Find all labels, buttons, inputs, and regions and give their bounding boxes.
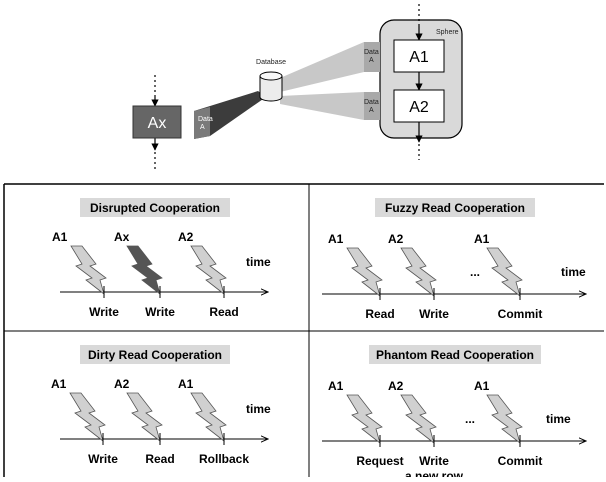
a2-label: A2: [409, 99, 429, 116]
sphere-label: Sphere: [436, 29, 459, 36]
a1-data-label-2: A: [369, 57, 374, 64]
a1-label: A1: [409, 49, 429, 66]
ellipsis: ...: [470, 265, 480, 279]
actor-label: A1: [474, 379, 490, 393]
lightning-bolt-icon: [400, 394, 437, 445]
panel-title: Fuzzy Read Cooperation: [385, 201, 525, 215]
architecture-section: Ax Data A Database Sphere Data A Data A …: [132, 4, 463, 170]
event-label: Write: [419, 307, 449, 321]
lightning-bolt-icon: [346, 247, 383, 298]
panel-title-bg: [375, 198, 535, 217]
lightning-bolt-icon: [190, 392, 227, 443]
lightning-bolt-icon: [69, 392, 106, 443]
event-label: Read: [365, 307, 394, 321]
lightning-bolt-icon: [486, 394, 523, 445]
actor-label: A1: [51, 377, 67, 391]
a2-box: [393, 89, 445, 123]
panel-title: Disrupted Cooperation: [90, 201, 220, 215]
actor-label: A1: [328, 379, 344, 393]
event-label: Read: [209, 305, 238, 319]
event-label: Write: [89, 305, 119, 319]
lightning-bolt-icon: [400, 247, 437, 298]
event-subtext: a new row: [405, 469, 464, 477]
event-label: Commit: [498, 307, 543, 321]
actor-label: A2: [114, 377, 130, 391]
event-label: Request: [356, 454, 403, 468]
panel-title: Phantom Read Cooperation: [376, 348, 534, 362]
a2-data-tab: [364, 92, 380, 120]
light-beam-a1: [280, 42, 364, 92]
ax-box: [132, 105, 182, 139]
actor-label: Ax: [114, 230, 130, 244]
event-label: Write: [88, 452, 118, 466]
panel-title-bg: [80, 198, 230, 217]
panel-title: Dirty Read Cooperation: [88, 348, 222, 362]
ax-data-label-2: A: [200, 124, 205, 131]
a1-data-tab: [364, 42, 380, 72]
panel-title-bg: [80, 345, 230, 364]
actor-label: A1: [474, 232, 490, 246]
time-label: time: [546, 412, 571, 426]
actor-label: A1: [178, 377, 194, 391]
time-label: time: [246, 402, 271, 416]
panels-layer: Disrupted CooperationtimeA1WriteAxWriteA…: [51, 198, 586, 482]
a2-data-label-2: A: [369, 107, 374, 114]
event-label: Write: [145, 305, 175, 319]
lightning-bolt-icon: [346, 394, 383, 445]
event-label: Commit: [498, 454, 543, 468]
a1-data-label-1: Data: [364, 49, 379, 56]
database-icon: [259, 71, 283, 102]
lightning-bolt-icon: [126, 245, 163, 296]
actor-label: A2: [388, 379, 404, 393]
time-label: time: [561, 265, 586, 279]
database-label: Database: [256, 59, 286, 66]
dark-access-beam: [194, 91, 266, 139]
ax-data-tab: [194, 107, 210, 139]
ax-label: Ax: [148, 115, 167, 132]
event-label: Rollback: [199, 452, 249, 466]
actor-label: A2: [388, 232, 404, 246]
panel-title-bg: [369, 345, 541, 364]
a2-data-label-1: Data: [364, 99, 379, 106]
scenario-grid: [3, 183, 604, 477]
ax-data-label-1: Data: [198, 116, 213, 123]
event-label: Read: [145, 452, 174, 466]
ellipsis: ...: [465, 412, 475, 426]
light-beam-a2: [280, 92, 364, 120]
lightning-bolt-icon: [126, 392, 163, 443]
event-label: Write: [419, 454, 449, 468]
time-label: time: [246, 255, 271, 269]
actor-label: A2: [178, 230, 194, 244]
actor-label: A1: [328, 232, 344, 246]
actor-label: A1: [52, 230, 68, 244]
lightning-bolt-icon: [70, 245, 107, 296]
lightning-bolt-icon: [486, 247, 523, 298]
lightning-bolt-icon: [190, 245, 227, 296]
